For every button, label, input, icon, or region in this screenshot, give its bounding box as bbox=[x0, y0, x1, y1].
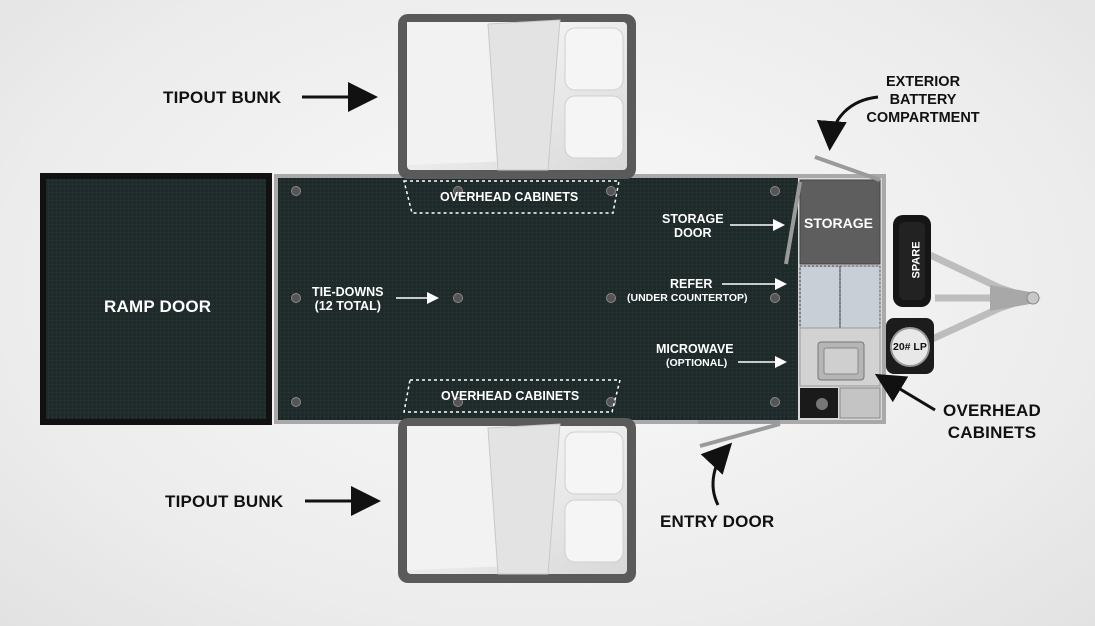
label-exterior-line3: COMPARTMENT bbox=[866, 110, 980, 126]
spare-tire bbox=[893, 215, 931, 307]
label-storage: STORAGE bbox=[804, 215, 873, 231]
label-microwave-sub: (OPTIONAL) bbox=[666, 357, 728, 369]
label-tie-downs-line1: TIE-DOWNS bbox=[312, 285, 384, 299]
tie-down-points bbox=[291, 186, 780, 407]
label-tie-downs-line2: (12 TOTAL) bbox=[314, 299, 381, 313]
arrow-entry-door bbox=[700, 442, 733, 506]
arrow-exterior-battery bbox=[816, 95, 879, 151]
label-exterior-line1: EXTERIOR bbox=[885, 74, 961, 90]
lp-tank bbox=[886, 318, 934, 374]
label-overhead-top: OVERHEAD CABINETS bbox=[440, 190, 579, 204]
label-exterior-battery: EXTERIOR BATTERY COMPARTMENT bbox=[858, 73, 988, 127]
storage-door-panel bbox=[784, 181, 802, 265]
counter bbox=[799, 265, 881, 419]
label-tie-downs: TIE-DOWNS (12 TOTAL) bbox=[312, 285, 384, 313]
battery-compartment-door bbox=[814, 155, 881, 182]
ramp-door bbox=[40, 173, 272, 425]
label-storage-door-line2: DOOR bbox=[674, 226, 712, 240]
label-exterior-line2: BATTERY bbox=[889, 92, 957, 108]
label-refer-sub: (UNDER COUNTERTOP) bbox=[627, 292, 748, 304]
label-entry-door: ENTRY DOOR bbox=[660, 512, 775, 531]
tipout-bunk-top bbox=[398, 14, 636, 179]
overhead-cabinet-top-outline bbox=[403, 180, 620, 214]
trailer-tongue bbox=[928, 251, 1042, 344]
label-overhead-bottom: OVERHEAD CABINETS bbox=[441, 389, 580, 403]
label-storage-door: STORAGE DOOR bbox=[662, 212, 724, 240]
entry-door-swing bbox=[699, 422, 781, 448]
label-storage-door-line1: STORAGE bbox=[662, 212, 724, 226]
label-refer: REFER bbox=[670, 277, 713, 291]
label-lp: 20# LP bbox=[893, 341, 927, 353]
label-overhead-right: OVERHEAD CABINETS bbox=[936, 400, 1048, 444]
label-ramp-door: RAMP DOOR bbox=[104, 297, 212, 316]
storage-box bbox=[799, 179, 881, 265]
label-overhead-right-line1: OVERHEAD bbox=[943, 401, 1041, 420]
tipout-bunk-bottom bbox=[398, 418, 636, 583]
label-spare: SPARE bbox=[910, 241, 923, 279]
label-tipout-bottom: TIPOUT BUNK bbox=[165, 492, 284, 511]
overhead-cabinet-bottom-outline bbox=[403, 379, 621, 413]
label-microwave: MICROWAVE bbox=[656, 342, 734, 356]
arrow-overhead-right bbox=[874, 373, 936, 412]
label-tipout-top: TIPOUT BUNK bbox=[163, 88, 282, 107]
label-overhead-right-line2: CABINETS bbox=[947, 423, 1037, 442]
